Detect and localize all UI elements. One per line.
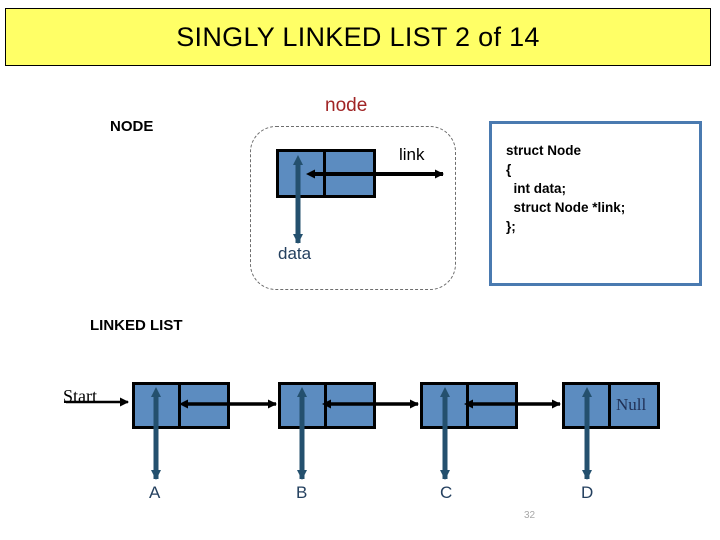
node-dashed-container xyxy=(250,126,456,290)
list-node-c-data-cell xyxy=(423,385,469,426)
code-line-3: struct Node *link; xyxy=(506,200,626,215)
code-line-0: struct Node xyxy=(506,143,582,158)
page-title: SINGLY LINKED LIST 2 of 14 xyxy=(176,21,540,52)
list-node-a-link-cell xyxy=(181,385,227,426)
node-container-label: node xyxy=(325,95,368,116)
list-node-b-data-cell xyxy=(281,385,327,426)
linked-list-heading: LINKED LIST xyxy=(90,317,183,334)
node-link-label: link xyxy=(399,145,425,164)
node-section-heading: NODE xyxy=(110,118,154,135)
list-node-c-tag: C xyxy=(440,483,453,502)
null-terminator-label: Null xyxy=(616,395,647,414)
list-node-a-data-cell xyxy=(135,385,181,426)
node-data-label: data xyxy=(278,244,312,263)
list-node-b xyxy=(278,382,376,429)
list-node-b-tag: B xyxy=(296,483,308,502)
list-node-d-link-cell xyxy=(611,385,657,426)
node-data-cell xyxy=(279,152,326,195)
node-diagram-box xyxy=(276,149,376,198)
list-node-c xyxy=(420,382,518,429)
list-node-c-link-cell xyxy=(469,385,515,426)
list-node-b-link-cell xyxy=(327,385,373,426)
struct-code-panel: struct Node { int data; struct Node *lin… xyxy=(489,121,702,286)
code-line-2: int data; xyxy=(506,181,567,196)
list-node-d xyxy=(562,382,660,429)
list-node-a-tag: A xyxy=(149,483,161,502)
code-line-1: { xyxy=(506,162,512,177)
node-link-cell xyxy=(326,152,373,195)
start-pointer-label: Start xyxy=(63,386,97,406)
list-node-d-data-cell xyxy=(565,385,611,426)
list-node-a xyxy=(132,382,230,429)
code-line-4: }; xyxy=(506,219,516,234)
title-banner: SINGLY LINKED LIST 2 of 14 xyxy=(5,8,711,66)
list-node-d-tag: D xyxy=(581,483,594,502)
page-number: 32 xyxy=(524,510,536,521)
